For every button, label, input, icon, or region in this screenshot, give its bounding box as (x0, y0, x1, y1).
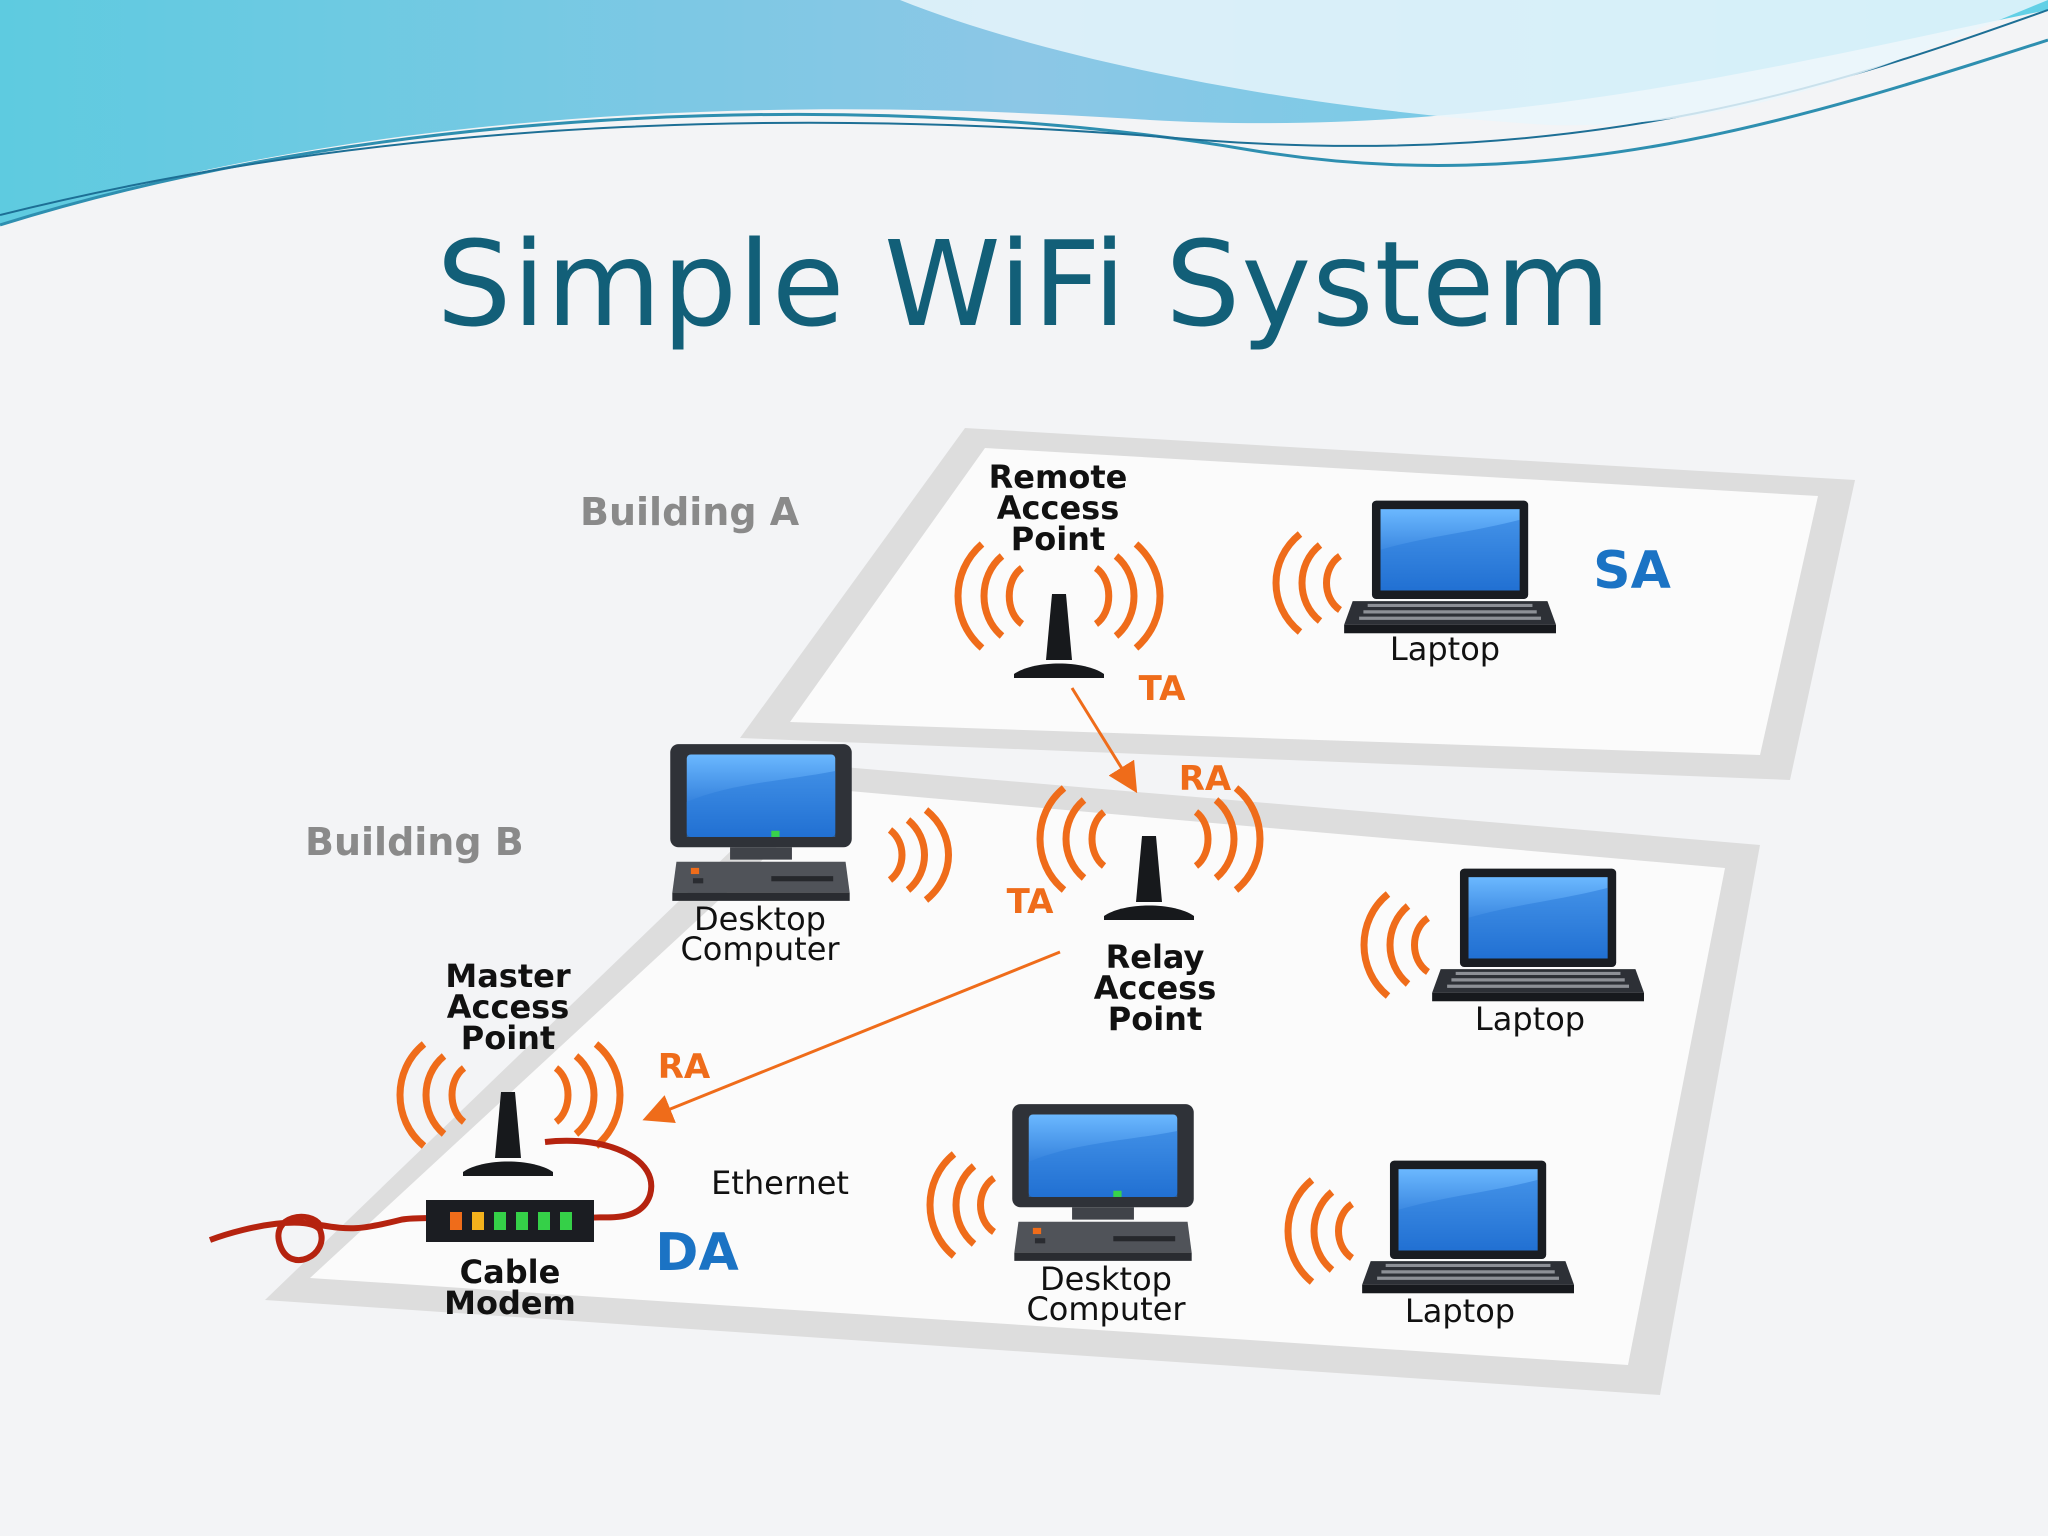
laptop-icon (1342, 498, 1556, 635)
arrow-remote-to-relay (1070, 687, 1138, 794)
laptop-sa: Laptop SA (1272, 498, 1671, 668)
relay-access-point: Relay Access Point TA (1007, 785, 1264, 1038)
cable-modem: Cable Modem (426, 1200, 594, 1322)
building-b-floor (265, 765, 1760, 1395)
cable-modem-label-2: Modem (444, 1284, 576, 1322)
wifi-signal-icon (926, 1151, 997, 1259)
remote-ap-label-1: Remote (989, 458, 1128, 496)
ta-label-remote: TA (1139, 669, 1187, 709)
ethernet-label: Ethernet (711, 1164, 849, 1202)
desktop-label-1: Desktop (1040, 1260, 1172, 1298)
wifi-signal-icon (887, 807, 952, 903)
building-a-label: Building A (580, 490, 800, 534)
desktop-label-1: Desktop (694, 900, 826, 938)
remote-ap-label-2: Access (997, 489, 1120, 527)
wifi-signal-icon (1360, 891, 1431, 999)
cable-modem-label-1: Cable (460, 1253, 561, 1291)
master-ap-label-2: Access (447, 988, 570, 1026)
laptop-bottom: Laptop (1284, 1158, 1574, 1330)
wifi-signal-icon (1036, 785, 1264, 893)
wifi-signal-icon (1272, 531, 1343, 635)
slide-title: Simple WiFi System (436, 215, 1612, 353)
relay-ap-label-1: Relay (1106, 938, 1205, 976)
sa-label: SA (1593, 541, 1671, 601)
building-b-label: Building B (305, 820, 524, 864)
master-ap-label-1: Master (445, 957, 570, 995)
header-wave-decoration (0, 0, 2048, 227)
laptop-label: Laptop (1475, 1000, 1585, 1038)
ethernet-cable (208, 1137, 655, 1264)
da-label: DA (655, 1223, 738, 1283)
building-a-floor (740, 428, 1855, 780)
relay-ap-label-2: Access (1094, 969, 1217, 1007)
ta-label-relay: TA (1007, 882, 1055, 922)
wifi-signal-icon (954, 541, 1164, 651)
desktop-icon (670, 744, 852, 901)
ra-label-relay: RA (1179, 759, 1232, 799)
remote-access-point: Remote Access Point (954, 458, 1164, 678)
remote-ap-label-3: Point (1011, 520, 1105, 558)
wifi-signal-icon (1284, 1177, 1355, 1285)
master-access-point: Master Access Point (396, 957, 624, 1176)
relay-ap-label-3: Point (1108, 1000, 1202, 1038)
desktop-label-2: Computer (1026, 1290, 1186, 1328)
laptop-icon (1360, 1158, 1574, 1295)
master-ap-label-3: Point (461, 1019, 555, 1057)
laptop-label: Laptop (1390, 630, 1500, 668)
desktop-computer-bottom: Desktop Computer (926, 1104, 1194, 1328)
laptop-label: Laptop (1405, 1292, 1515, 1330)
ra-label-master: RA (658, 1047, 711, 1087)
desktop-computer-top: Desktop Computer (670, 744, 952, 968)
wifi-signal-icon (396, 1041, 624, 1149)
laptop-icon (1430, 866, 1644, 1003)
arrow-relay-to-master (642, 950, 1061, 1123)
desktop-label-2: Computer (680, 930, 840, 968)
laptop-middle: Laptop (1360, 866, 1644, 1038)
desktop-icon (1012, 1104, 1194, 1261)
